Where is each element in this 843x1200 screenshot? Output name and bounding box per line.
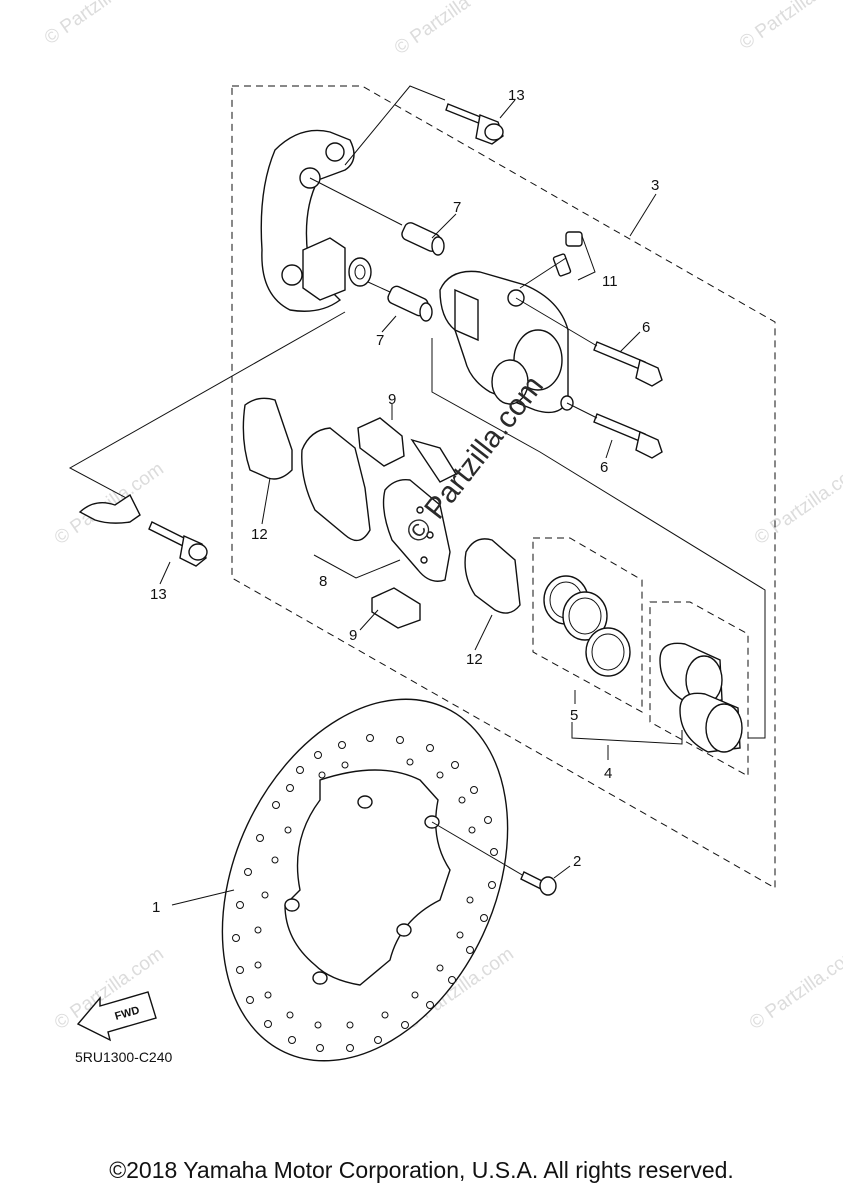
watermark-mid-right: © Partzilla.com xyxy=(751,458,843,549)
leader-bracket-to-clip xyxy=(68,311,346,501)
callout-12-left: 12 xyxy=(251,526,268,543)
bleeder-valve xyxy=(519,231,583,289)
watermark-top-center: © Partzilla xyxy=(391,0,475,59)
caliper-bracket xyxy=(260,129,372,312)
callout-8: 8 xyxy=(319,573,327,590)
parts-diagram: © Partzilla © Partzilla © Partzilla © Pa… xyxy=(41,0,843,1065)
callout-3: 3 xyxy=(651,177,659,194)
callout-7-lower: 7 xyxy=(376,332,384,349)
callout-7-upper: 7 xyxy=(453,199,461,216)
figure-code: 5RU1300-C240 xyxy=(75,1049,172,1065)
forward-arrow: FWD xyxy=(76,991,157,1042)
watermark-top-left: © Partzilla xyxy=(41,0,125,49)
bolt-13-bottom xyxy=(148,521,208,567)
callout-2: 2 xyxy=(573,853,581,870)
callout-5: 5 xyxy=(570,707,578,724)
bracket-6-7 xyxy=(431,338,766,739)
leader-bracket-to-13 xyxy=(344,85,446,166)
bracket-4 xyxy=(571,722,683,745)
callout-6-lower: 6 xyxy=(600,459,608,476)
brake-pads xyxy=(242,397,521,614)
leader-11 xyxy=(577,235,596,281)
callout-9-upper: 9 xyxy=(388,391,396,408)
callout-13-lower: 13 xyxy=(150,586,167,603)
callout-4: 4 xyxy=(604,765,612,782)
bolt-13-top xyxy=(445,103,504,145)
pistons xyxy=(659,642,743,753)
bolts-6 xyxy=(515,297,663,459)
disc-bolt xyxy=(431,821,557,896)
callout-6-upper: 6 xyxy=(642,319,650,336)
slide-pin-boots xyxy=(309,177,445,322)
callout-12-right: 12 xyxy=(466,651,483,668)
watermark-top-right: © Partzilla xyxy=(736,0,820,54)
callout-1: 1 xyxy=(152,899,160,916)
brake-disc xyxy=(221,698,509,1062)
retaining-clip xyxy=(78,493,141,524)
pad-clips xyxy=(357,417,457,629)
callout-leaders xyxy=(159,99,641,906)
watermark-bottom-right: © Partzilla.com xyxy=(746,943,843,1034)
disc-holes xyxy=(232,734,498,1052)
callout-13-upper: 13 xyxy=(508,87,525,104)
leader-3 xyxy=(629,193,657,237)
watermark-center: © Partzilla.com xyxy=(400,370,550,550)
copyright-notice: ©2018 Yamaha Motor Corporation, U.S.A. A… xyxy=(109,1157,734,1183)
callout-9-lower: 9 xyxy=(349,627,357,644)
piston-seals xyxy=(543,575,631,677)
caliper-body xyxy=(439,270,574,414)
seal-group-box xyxy=(532,537,643,713)
assembly-boundary xyxy=(231,85,776,889)
callout-11: 11 xyxy=(602,273,618,290)
